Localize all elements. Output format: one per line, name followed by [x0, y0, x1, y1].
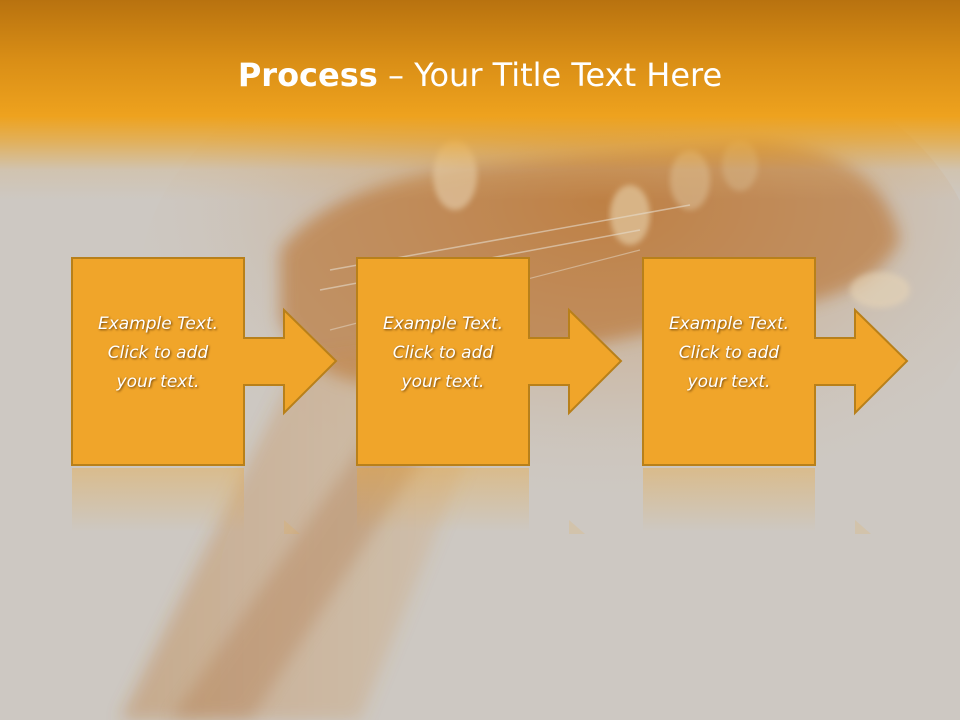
process-step-1-text[interactable]: Example Text. Click to add your text. — [72, 310, 244, 397]
step-2-line-3: your text. — [401, 372, 485, 392]
process-step-1-reflection — [72, 468, 300, 534]
process-step-2[interactable] — [356, 257, 623, 466]
step-1-line-2: Click to add — [107, 343, 209, 363]
process-step-2-reflection — [357, 468, 585, 534]
step-1-line-3: your text. — [116, 372, 200, 392]
process-step-2-text[interactable]: Example Text. Click to add your text. — [357, 310, 529, 397]
step-3-line-2: Click to add — [678, 343, 780, 363]
process-step-3[interactable] — [642, 257, 909, 466]
step-3-line-1: Example Text. — [668, 314, 790, 334]
step-2-line-2: Click to add — [392, 343, 494, 363]
step-3-line-3: your text. — [687, 372, 771, 392]
process-step-1[interactable] — [71, 257, 338, 466]
title-strong-text: Process — [237, 56, 378, 94]
step-1-line-1: Example Text. — [97, 314, 219, 334]
slide-title[interactable]: Process – Your Title Text Here — [0, 52, 960, 98]
title-rest-text: – Your Title Text Here — [377, 56, 723, 94]
step-2-line-1: Example Text. — [382, 314, 504, 334]
process-step-3-text[interactable]: Example Text. Click to add your text. — [643, 310, 815, 397]
process-step-3-reflection — [643, 468, 871, 534]
title-band — [0, 0, 960, 200]
